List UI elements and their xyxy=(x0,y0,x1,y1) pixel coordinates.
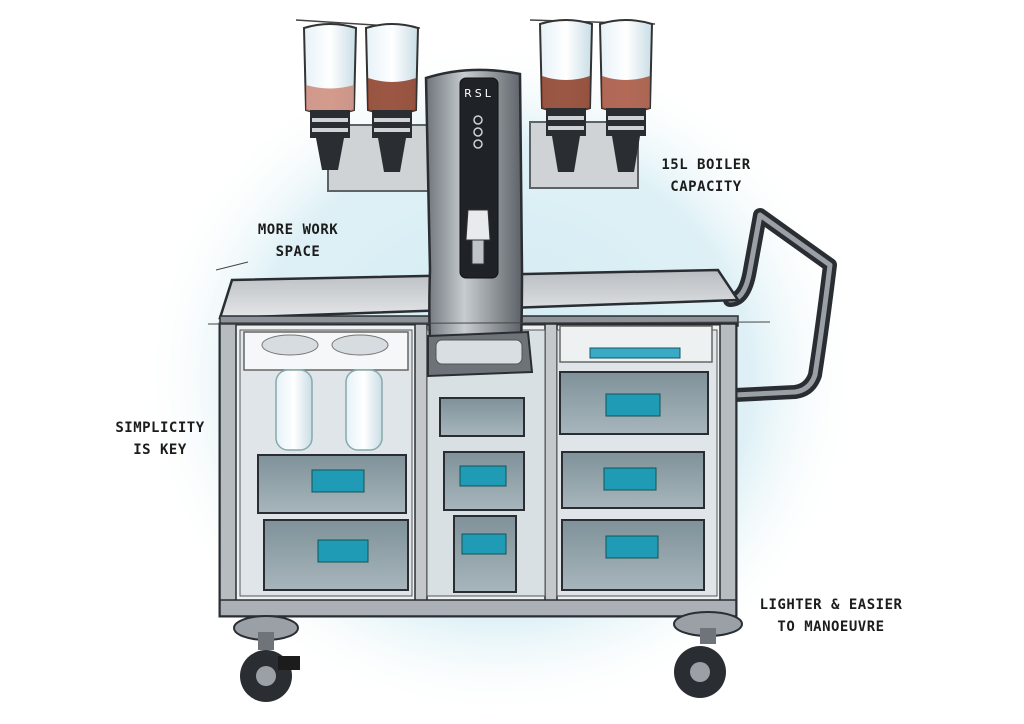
annotation-simplicity-line-2: IS KEY xyxy=(133,442,187,458)
hot-water-boiler xyxy=(424,68,534,378)
annotation-work-space: MORE WORK SPACE xyxy=(228,219,368,263)
boiler-logo: RSL xyxy=(464,87,494,100)
cereal-dispenser-3 xyxy=(538,19,594,172)
right-drawer-1 xyxy=(559,371,709,435)
annotation-lighter: LIGHTER & EASIER TO MANOEUVRE xyxy=(736,594,926,638)
middle-drawer-1 xyxy=(439,397,525,437)
annotation-work-space-line-1: MORE WORK xyxy=(257,222,339,238)
cereal-dispenser-4 xyxy=(598,19,654,172)
middle-drawer-3 xyxy=(453,515,517,593)
wheel-front-right xyxy=(673,611,743,698)
annotation-lighter-line-2: TO MANOEUVRE xyxy=(777,619,885,635)
annotation-boiler-line-2: CAPACITY xyxy=(670,179,742,195)
wheel-front-left xyxy=(233,615,300,702)
cereal-dispenser-2 xyxy=(364,23,420,172)
cereal-dispenser-1 xyxy=(302,23,358,170)
annotation-work-space-line-2: SPACE xyxy=(275,244,321,260)
cup-stack-1 xyxy=(275,369,313,451)
annotation-simplicity: SIMPLICITY IS KEY xyxy=(100,417,220,461)
left-drawer-1 xyxy=(257,454,407,514)
cup-stack-2 xyxy=(345,369,383,451)
left-drawer-2 xyxy=(263,519,409,591)
annotation-boiler: 15L BOILER CAPACITY xyxy=(636,154,776,198)
right-drawer-3 xyxy=(561,519,705,591)
annotation-boiler-line-1: 15L BOILER xyxy=(661,157,751,173)
annotation-lighter-line-1: LIGHTER & EASIER xyxy=(759,597,903,613)
right-drawer-2 xyxy=(561,451,705,509)
annotation-simplicity-line-1: SIMPLICITY xyxy=(115,420,205,436)
middle-drawer-2 xyxy=(443,451,525,511)
